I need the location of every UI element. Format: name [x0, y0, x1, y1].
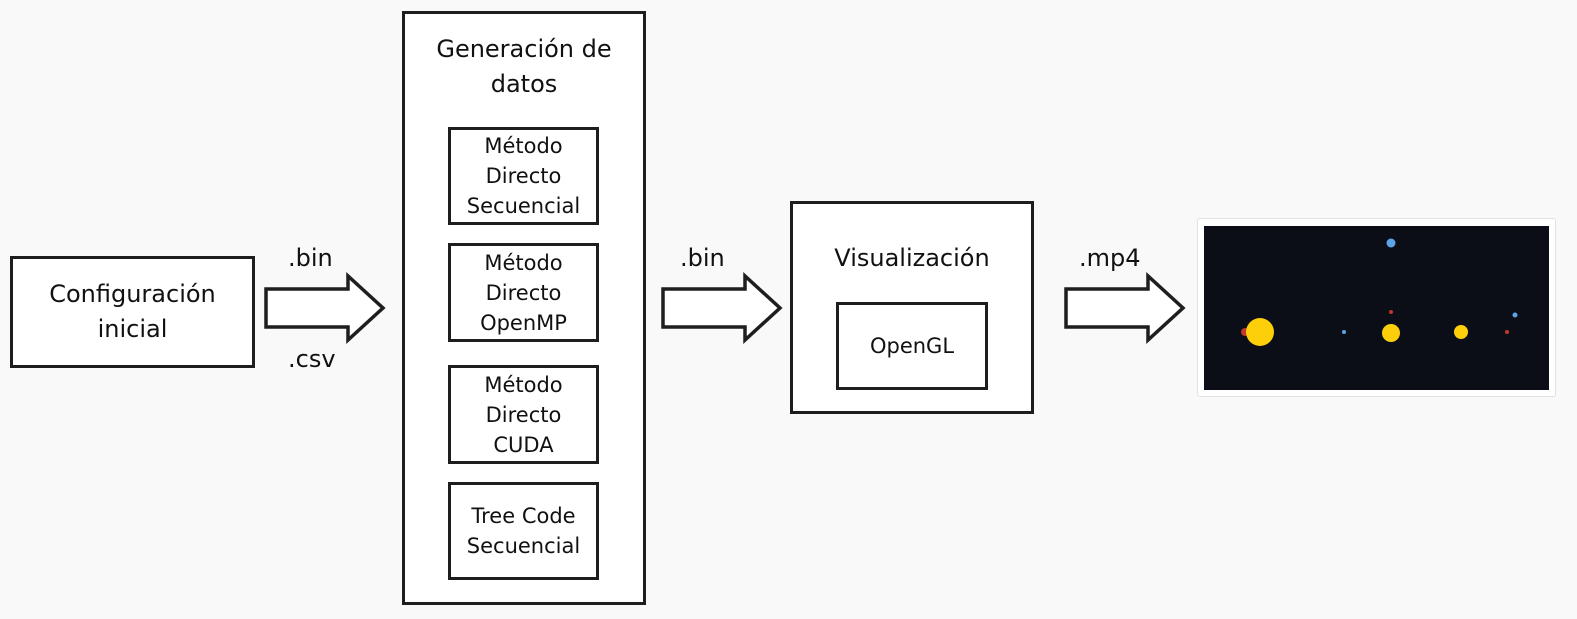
visualization-node-title: Visualización [834, 243, 990, 272]
config-node-label: Configuración inicial [49, 280, 216, 343]
edge-label-bin-2: .bin [680, 244, 725, 272]
planet-dot [1389, 310, 1393, 314]
method-box-tree-code-sequential: Tree Code Secuencial [448, 482, 599, 580]
simulation-frame-image [1241, 238, 1518, 346]
method-label: Tree Code Secuencial [466, 504, 581, 558]
arrow-generation-to-visualization [661, 272, 783, 344]
output-preview-screen [1204, 226, 1549, 390]
edge-label-csv: .csv [288, 345, 336, 373]
star-body [1454, 325, 1468, 339]
config-node: Configuración inicial [10, 256, 255, 368]
edge-label-bin-1: .bin [288, 244, 333, 272]
planet-dot [1505, 330, 1509, 334]
method-box-direct-sequential: Método Directo Secuencial [448, 127, 599, 225]
star-body [1246, 318, 1274, 346]
method-label: Método Directo Secuencial [466, 134, 581, 218]
edge-label-mp4: .mp4 [1079, 244, 1141, 272]
star-body [1382, 324, 1400, 342]
opengl-box: OpenGL [836, 302, 988, 390]
method-label: Método Directo OpenMP [480, 250, 567, 335]
planet-dot [1386, 238, 1396, 248]
planet-dot [1512, 312, 1518, 318]
method-box-direct-openmp: Método Directo OpenMP [448, 243, 599, 342]
opengl-label: OpenGL [869, 334, 955, 358]
generation-node-title: Generación de datos [436, 35, 612, 98]
arrow-visualization-to-output [1064, 272, 1186, 344]
planet-dot [1342, 330, 1346, 334]
arrow-config-to-generation [264, 272, 386, 344]
method-box-direct-cuda: Método Directo CUDA [448, 365, 599, 464]
method-label: Método Directo CUDA [484, 372, 563, 457]
